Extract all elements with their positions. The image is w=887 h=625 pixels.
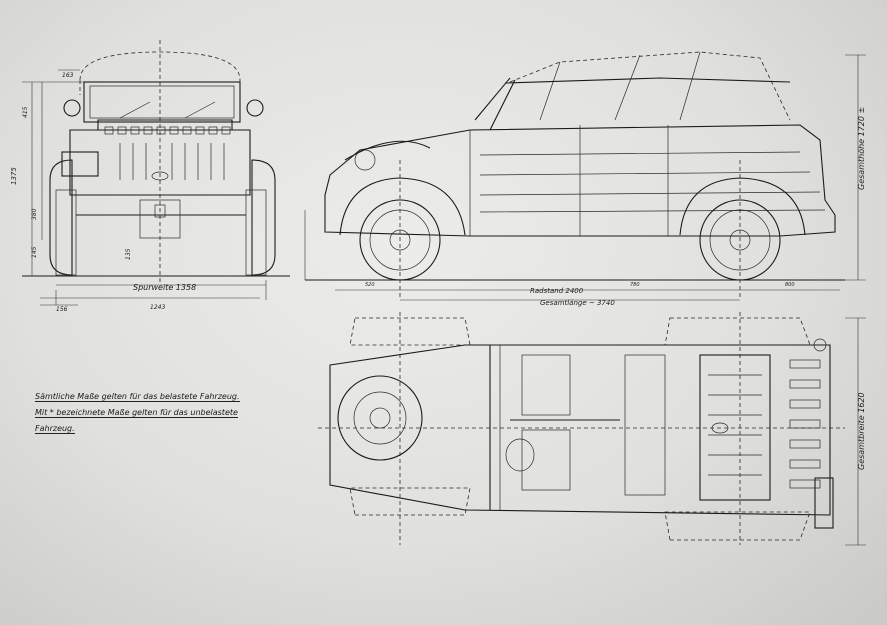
wheelbase-label: Radstand 2400	[530, 287, 584, 295]
track-width-label: Spurweite 1358	[133, 283, 196, 292]
note-line-1: Sämtliche Maße gelten für das belastete …	[35, 392, 240, 402]
front-dim-6: 156	[56, 306, 68, 313]
front-view	[22, 40, 290, 306]
note-line-3: Fahrzeug.	[35, 424, 75, 434]
overall-width-label: Gesamtbreite 1620	[857, 392, 866, 470]
side-view	[304, 51, 866, 301]
top-view	[318, 312, 866, 546]
note-line-2: Mit * bezeichnete Maße gelten für das un…	[35, 408, 238, 418]
front-dim-4: 145	[31, 246, 38, 258]
overall-height-label: Gesamthöhe 1720 ±	[857, 107, 866, 190]
front-dim-8: 163	[62, 72, 74, 79]
side-dim-3: 800	[785, 282, 795, 288]
side-dim-2: 780	[630, 282, 640, 288]
front-dim-3: 380	[31, 208, 38, 220]
front-dim-7: 1243	[150, 304, 165, 311]
side-dim-1: 520	[365, 282, 375, 288]
overall-length-label: Gesamtlänge ~ 3740	[540, 299, 615, 307]
front-dim-1: 1375	[10, 167, 18, 185]
front-dim-5: 135	[125, 248, 132, 260]
front-dim-2: 415	[22, 106, 29, 118]
